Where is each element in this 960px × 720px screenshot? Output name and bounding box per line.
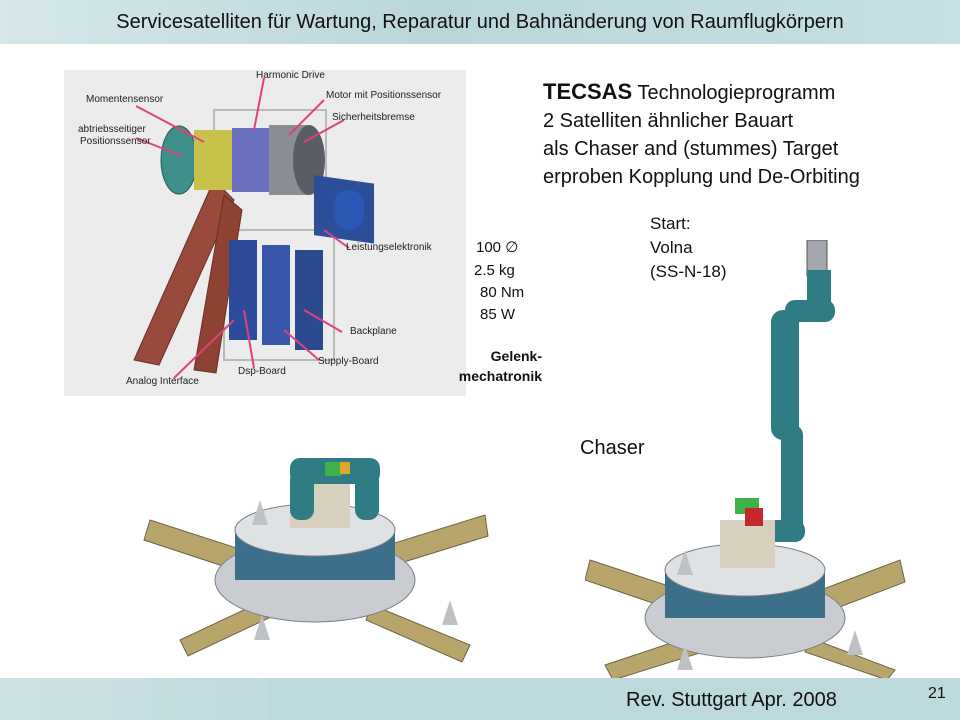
joint-caption-line2: mechatronik (458, 368, 542, 384)
label-abtrieb-1: abtriebsseitiger (78, 124, 146, 135)
launch-line-3: (SS-N-18) (650, 262, 727, 281)
program-title-line: TECSAS Technologieprogramm (543, 78, 860, 107)
spec-power: 85 W (480, 306, 516, 323)
spec-diameter: 100 ∅ (476, 239, 519, 256)
joint-mechatronics-figure: Harmonic Drive Momentensensor Motor mit … (64, 70, 466, 396)
label-backplane: Backplane (350, 326, 397, 337)
label-momentensensor: Momentensensor (86, 94, 164, 105)
program-line-3: als Chaser and (stummes) Target (543, 138, 839, 160)
launch-line-1: Start: (650, 214, 691, 233)
joint-cutaway-illustration (64, 70, 466, 396)
launch-line-2: Volna (650, 238, 693, 257)
footer-band (268, 678, 960, 720)
program-line-4: erproben Kopplung und De-Orbiting (543, 166, 860, 188)
program-description: TECSAS Technologieprogramm 2 Satelliten … (543, 78, 860, 191)
revision-text: Rev. Stuttgart Apr. 2008 (626, 689, 837, 711)
joint-caption: Gelenk- mechatronik (428, 346, 542, 386)
label-bremse: Sicherheitsbremse (332, 112, 415, 123)
launch-info: Start: Volna (SS-N-18) (650, 212, 727, 284)
spec-torque: 80 Nm (480, 284, 525, 301)
label-analog: Analog Interface (126, 376, 199, 387)
page-number: 21 (928, 685, 946, 702)
label-dsp: Dsp-Board (238, 366, 286, 377)
program-name: TECSAS (543, 79, 633, 104)
spec-mass: 2.5 kg (474, 262, 515, 279)
footer-bar (0, 678, 960, 720)
label-abtrieb-2: Positionssensor (80, 136, 151, 147)
program-name-suffix: Technologieprogramm (632, 82, 836, 104)
label-motor: Motor mit Positionssensor (326, 90, 442, 101)
slide-title: Servicesatelliten für Wartung, Reparatur… (116, 11, 844, 33)
joint-caption-line1: Gelenk- (490, 348, 542, 364)
chaser-satellite-illustration (585, 240, 906, 680)
chaser-label: Chaser (580, 437, 645, 459)
target-satellite-illustration (143, 458, 489, 663)
label-leistung: Leistungselektronik (346, 242, 432, 253)
label-harmonic-drive: Harmonic Drive (256, 70, 325, 81)
label-supply: Supply-Board (318, 356, 379, 367)
program-line-2: 2 Satelliten ähnlicher Bauart (543, 110, 794, 132)
header-bar (0, 0, 960, 44)
